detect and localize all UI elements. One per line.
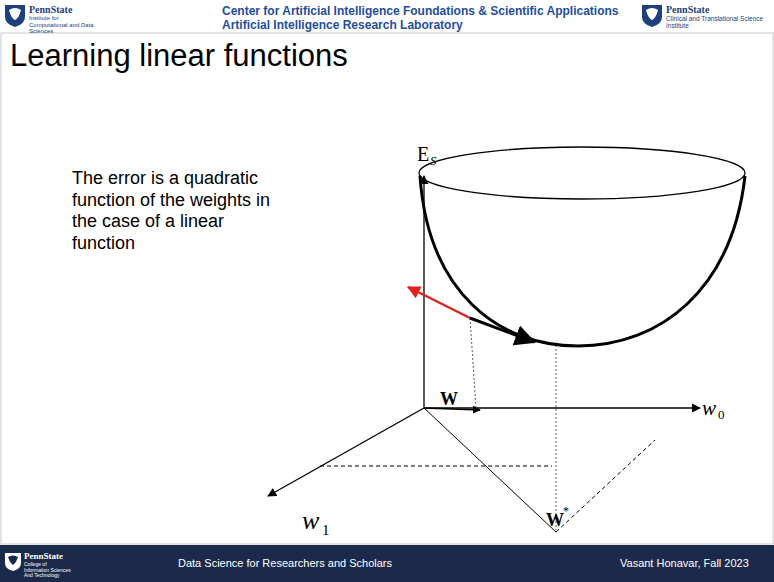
logo-shield bbox=[5, 553, 21, 571]
axis-subscript: 0 bbox=[718, 408, 725, 423]
logo-text: Clinical and Translational Science Insti… bbox=[666, 15, 770, 29]
body-text: The error is a quadratic function of the… bbox=[72, 168, 290, 254]
footer-text: Data Science for Researchers and Scholar… bbox=[178, 557, 392, 570]
axis-label: w bbox=[702, 396, 716, 420]
axis-line bbox=[268, 408, 424, 496]
slide-title: Learning linear functions bbox=[10, 38, 348, 74]
axis-line bbox=[424, 407, 700, 408]
slide-frame bbox=[1, 33, 773, 544]
axis-subscript: 1 bbox=[322, 522, 330, 539]
logo-text: Institute for Computational and Data Sci… bbox=[29, 15, 99, 35]
projection-line bbox=[320, 466, 552, 467]
vector-label: W bbox=[546, 510, 564, 531]
drop-line bbox=[556, 345, 557, 530]
logo-shield bbox=[642, 5, 662, 27]
drop-line bbox=[470, 318, 476, 408]
logo-text: College of Information Sciences And Tech… bbox=[24, 562, 72, 579]
logo-text: PennState bbox=[29, 4, 72, 16]
logo-mark bbox=[9, 8, 21, 20]
footer-text: Vasant Honavar, Fall 2023 bbox=[620, 557, 749, 570]
vector-superscript: * bbox=[563, 505, 569, 519]
vector-label: W bbox=[440, 389, 458, 410]
axis-subscript: S bbox=[430, 154, 437, 169]
vector-line bbox=[424, 408, 556, 532]
logo-shield bbox=[5, 5, 25, 27]
header-text: Center for Artificial Intelligence Found… bbox=[222, 5, 619, 19]
error-surface bbox=[420, 176, 745, 346]
logo-mark bbox=[8, 556, 18, 566]
axis-label: E bbox=[417, 143, 429, 166]
projection-line bbox=[556, 440, 655, 532]
logo-mark bbox=[646, 8, 658, 20]
bowl-rim bbox=[419, 147, 745, 199]
header-text: Artificial Intelligence Research Laborat… bbox=[222, 19, 463, 33]
logo-text: PennState bbox=[666, 4, 709, 16]
descent-arrow bbox=[470, 318, 534, 342]
axis-label: w bbox=[302, 506, 319, 536]
footer-band bbox=[0, 545, 774, 582]
gradient-arrow bbox=[408, 287, 470, 318]
logo-text: PennState bbox=[24, 551, 63, 561]
